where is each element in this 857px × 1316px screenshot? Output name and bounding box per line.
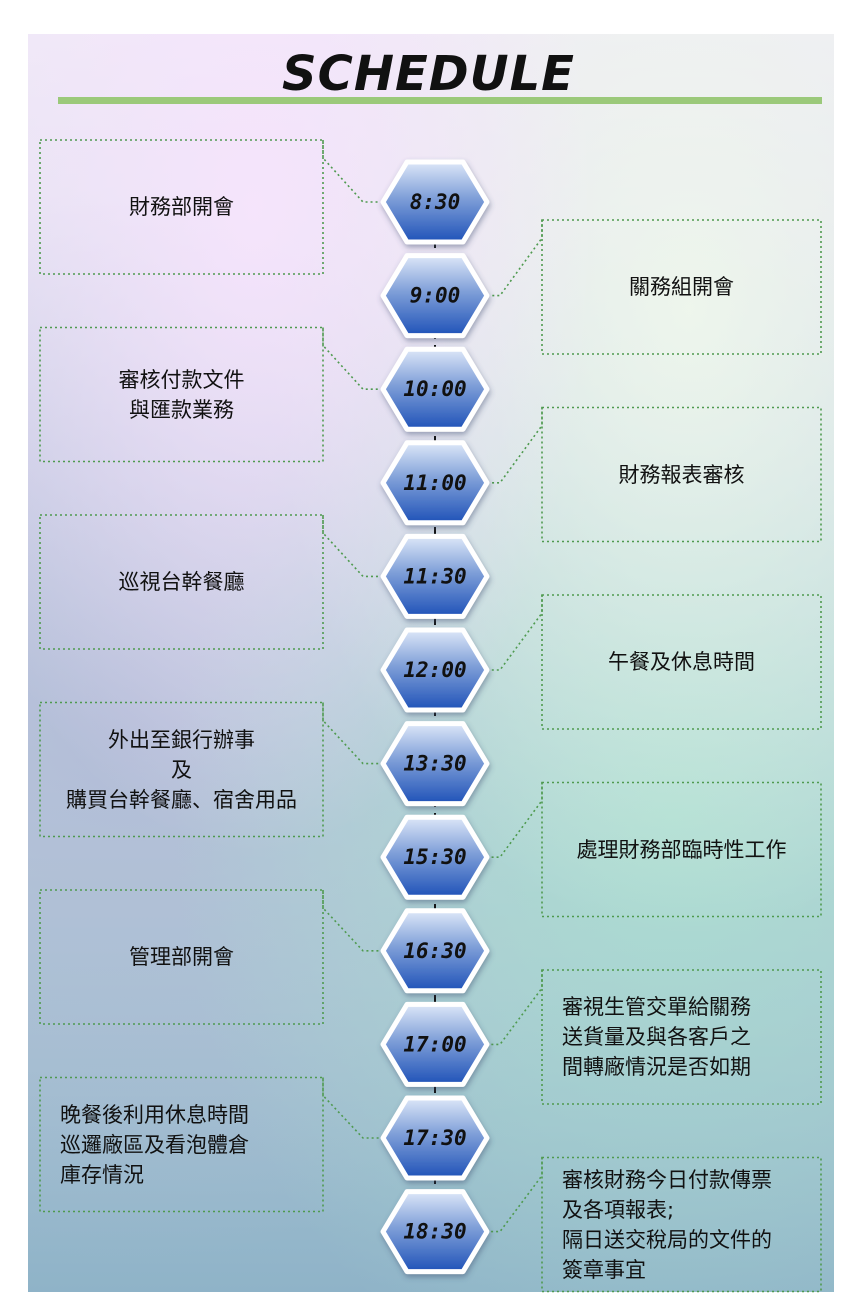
- time-label: 17:30: [403, 1126, 466, 1150]
- connector-line: [490, 220, 543, 297]
- connector-line: [490, 970, 543, 1046]
- hexagon-shape: [380, 814, 490, 900]
- task-box: [39, 514, 324, 650]
- task-label: 午餐及休息時間: [608, 650, 755, 674]
- connector-line: [322, 890, 380, 952]
- hexagon-shape: [380, 1001, 490, 1087]
- time-node: 17:30: [380, 1095, 490, 1181]
- hexagon-shape: [380, 721, 490, 807]
- time-node: 17:00: [380, 1001, 490, 1087]
- time-node: 11:30: [380, 533, 490, 619]
- time-label: 11:00: [403, 471, 466, 495]
- hexagon-shape: [380, 533, 490, 619]
- connector-line: [490, 782, 543, 859]
- connector-line: [322, 1077, 380, 1139]
- task-box: [541, 594, 822, 730]
- task-label: 財務報表審核: [618, 462, 745, 487]
- task-box: [541, 969, 822, 1105]
- task-box: [39, 1076, 324, 1213]
- task-box: [39, 326, 324, 463]
- task-box: [39, 139, 324, 275]
- time-label: 11:30: [403, 564, 466, 588]
- task-box: [541, 781, 822, 918]
- title-underline: [58, 97, 822, 104]
- task-box: [541, 406, 822, 543]
- task-label: 關務組開會: [629, 275, 734, 299]
- connector-line: [490, 407, 543, 484]
- connector-line: [322, 702, 380, 765]
- task-label: 管理部開會: [129, 945, 234, 969]
- task-label: 審核付款文件 與匯款業務: [118, 367, 245, 422]
- task-label: 巡視台幹餐廳: [118, 570, 245, 594]
- connector-line: [490, 1157, 543, 1233]
- time-label: 8:30: [410, 190, 461, 214]
- hexagon-shape: [380, 908, 490, 994]
- time-label: 15:30: [403, 845, 466, 869]
- page-title: SCHEDULE: [282, 46, 575, 102]
- time-label: 12:00: [403, 658, 466, 682]
- hexagon-shape: [380, 159, 490, 245]
- connector-line: [490, 595, 543, 671]
- time-label: 16:30: [403, 939, 466, 963]
- task-label: 財務部開會: [129, 195, 234, 219]
- hexagon-shape: [380, 346, 490, 432]
- time-label: 17:00: [403, 1032, 466, 1056]
- time-node: 9:00: [380, 253, 490, 339]
- connector-line: [322, 327, 380, 391]
- task-label: 審視生管交單給關務 送貨量及與各客戶之 間轉廠情況是否如期: [562, 995, 751, 1079]
- connector-line: [322, 515, 380, 578]
- time-node: 15:30: [380, 814, 490, 900]
- time-node: 13:30: [380, 721, 490, 807]
- task-box: [541, 219, 822, 355]
- time-node: 11:00: [380, 440, 490, 526]
- time-node: 8:30: [380, 159, 490, 245]
- time-node: 18:30: [380, 1189, 490, 1275]
- hexagon-shape: [380, 1189, 490, 1275]
- task-box: [39, 701, 324, 838]
- task-label: 晚餐後利用休息時間 巡邏廠區及看泡體倉 庫存情況: [60, 1102, 249, 1187]
- connector-line: [322, 140, 380, 203]
- time-node: 12:00: [380, 627, 490, 713]
- task-label: 處理財務部臨時性工作: [576, 837, 787, 862]
- time-label: 10:00: [403, 377, 466, 401]
- time-label: 18:30: [403, 1220, 466, 1244]
- hexagon-shape: [380, 1095, 490, 1181]
- hexagon-shape: [380, 627, 490, 713]
- time-label: 9:00: [410, 284, 461, 308]
- time-label: 13:30: [403, 752, 466, 776]
- task-label: 審核財務今日付款傳票 及各項報表; 隔日送交稅局的文件的 簽章事宜: [562, 1167, 772, 1282]
- time-node: 16:30: [380, 908, 490, 994]
- hexagon-shape: [380, 253, 490, 339]
- task-label: 外出至銀行辦事 及 購買台幹餐廳、宿舍用品: [66, 727, 297, 812]
- time-node: 10:00: [380, 346, 490, 432]
- task-box: [541, 1156, 822, 1293]
- task-box: [39, 889, 324, 1025]
- hexagon-shape: [380, 440, 490, 526]
